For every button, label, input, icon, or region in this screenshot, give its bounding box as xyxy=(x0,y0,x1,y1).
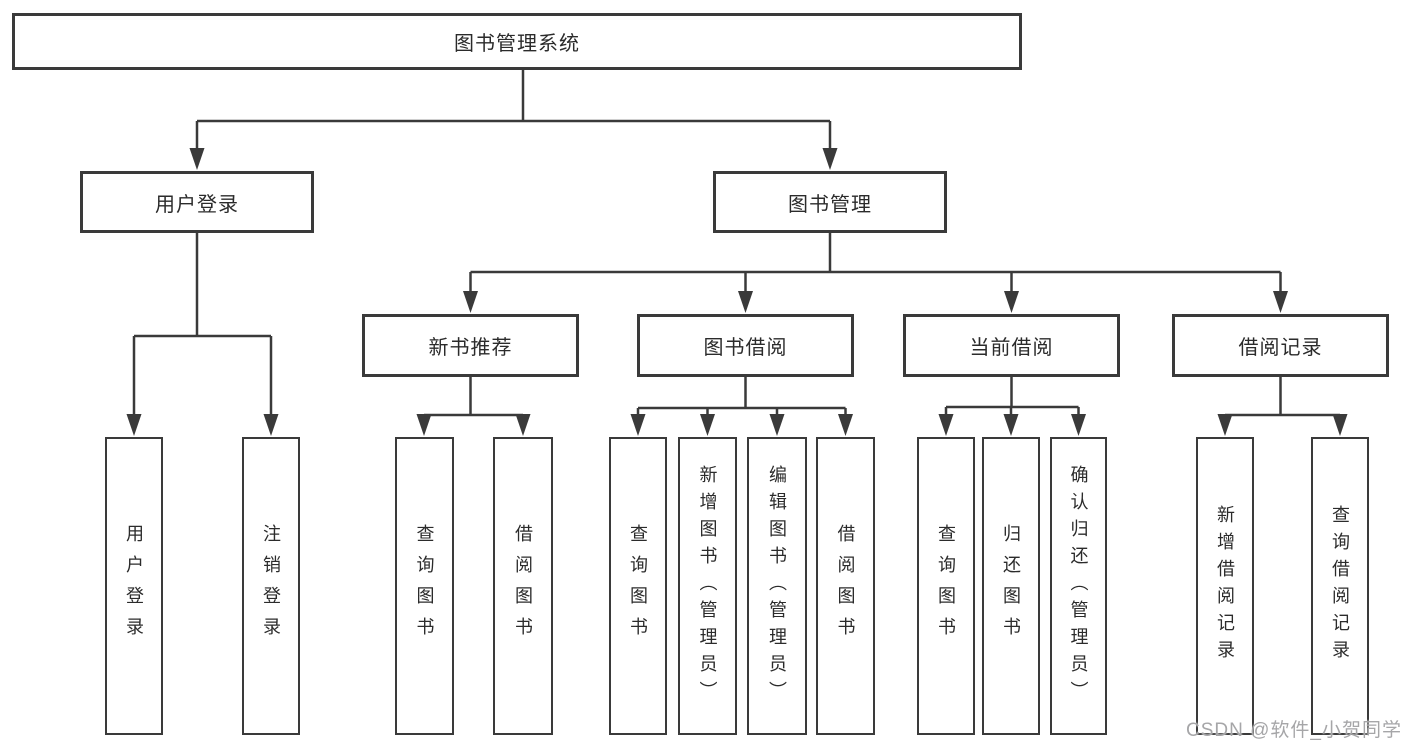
leaf-borrow-books: 借阅图书 xyxy=(816,437,875,735)
leaf-query-books-borrow: 查询图书 xyxy=(609,437,667,735)
leaf-borrow-books-recommend: 借阅图书 xyxy=(493,437,553,735)
edge-user-login-split xyxy=(134,233,271,338)
leaf-confirm-return-admin: 确认归还（管理员） xyxy=(1050,437,1107,735)
edge-root-split xyxy=(197,69,830,123)
leaf-query-books-current: 查询图书 xyxy=(917,437,975,735)
node-library-management-system: 图书管理系统 xyxy=(12,13,1022,70)
node-user-login: 用户登录 xyxy=(80,171,314,233)
leaf-query-books-recommend: 查询图书 xyxy=(395,437,454,735)
leaf-query-borrow-record: 查询借阅记录 xyxy=(1311,437,1369,735)
edge-book-management-split xyxy=(470,233,1281,274)
leaf-add-borrow-record: 新增借阅记录 xyxy=(1196,437,1254,735)
edge-current-borrow-split xyxy=(946,377,1079,409)
node-current-borrow: 当前借阅 xyxy=(903,314,1120,377)
leaf-logout: 注销登录 xyxy=(242,437,300,735)
node-borrow-records: 借阅记录 xyxy=(1172,314,1389,377)
leaf-user-login: 用户登录 xyxy=(105,437,163,735)
node-book-borrow: 图书借阅 xyxy=(637,314,854,377)
edge-new-book-split xyxy=(424,377,523,417)
leaf-return-books: 归还图书 xyxy=(982,437,1040,735)
leaf-edit-books-admin: 编辑图书（管理员） xyxy=(747,437,807,735)
edge-book-borrow-split xyxy=(638,377,846,410)
node-book-management: 图书管理 xyxy=(713,171,947,233)
node-new-book-recommend: 新书推荐 xyxy=(362,314,579,377)
leaf-add-books-admin: 新增图书（管理员） xyxy=(678,437,737,735)
edge-borrow-records-split xyxy=(1225,377,1340,417)
csdn-watermark: CSDN @软件_小贺同学 xyxy=(1186,720,1402,741)
